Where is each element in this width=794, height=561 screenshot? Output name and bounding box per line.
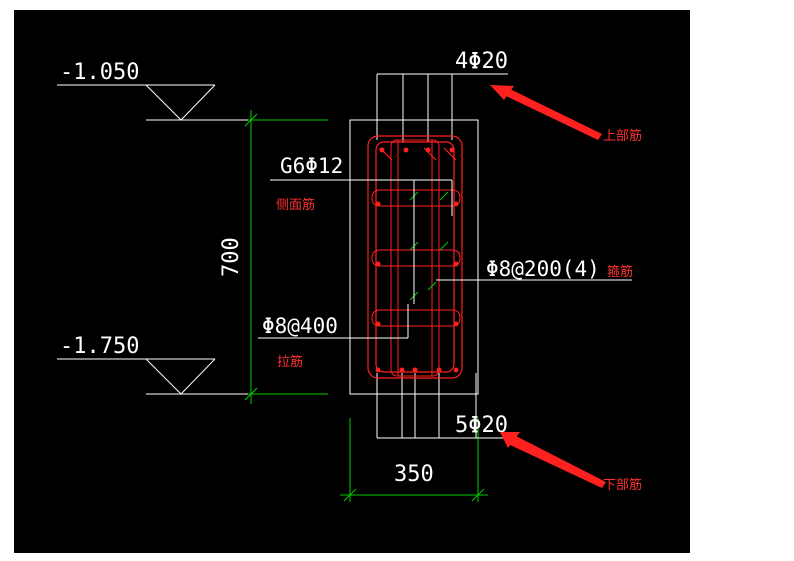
side-bar-leader (270, 179, 453, 304)
annotation-bottom-bars: 下部筋 (603, 477, 642, 492)
height-dimension (244, 110, 328, 404)
tie-leader (258, 304, 409, 339)
cad-canvas (14, 10, 690, 553)
annotation-ties: 拉筋 (277, 354, 303, 369)
tie-callout: Φ8@400 (262, 314, 338, 338)
stirrup-inner (390, 139, 440, 377)
bottom-bar-dots (375, 367, 459, 373)
elevation-label-bottom: -1.750 (60, 334, 139, 359)
arrow-top-bars (490, 85, 602, 140)
bottom-bar-callout: 5Φ20 (455, 413, 508, 438)
stirrup-callout: Φ8@200(4) (486, 257, 600, 281)
side-bar-dots (375, 201, 459, 327)
arrow-bottom-bars (500, 432, 606, 488)
side-bar-callout: G6Φ12 (280, 154, 343, 178)
top-bar-leader (376, 73, 508, 142)
top-bar-callout: 4Φ20 (455, 49, 508, 74)
annotation-stirrups: 箍筋 (607, 264, 633, 279)
width-dimension (340, 418, 488, 502)
top-bar-dots (379, 147, 455, 153)
height-dimension-text: 700 (219, 237, 244, 277)
concrete-outline (349, 119, 479, 395)
elevation-label-top: -1.050 (60, 60, 139, 85)
annotation-side-bars: 侧面筋 (276, 197, 315, 212)
width-dimension-text: 350 (394, 462, 434, 487)
annotation-top-bars: 上部筋 (603, 128, 642, 143)
bottom-bar-leader (376, 373, 508, 439)
